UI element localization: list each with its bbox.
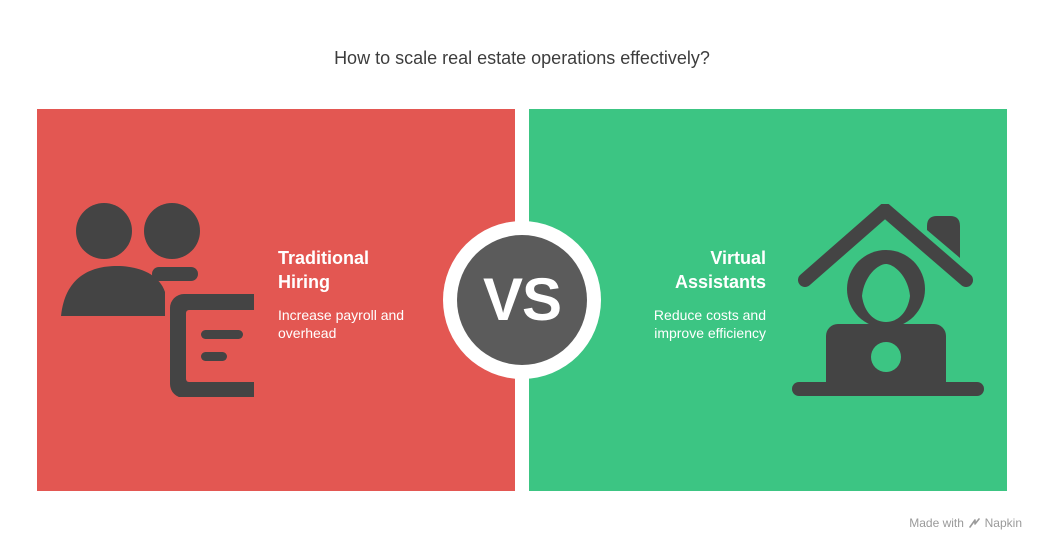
- page-title: How to scale real estate operations effe…: [334, 48, 710, 68]
- footer-attribution: Made with Napkin: [909, 516, 1022, 530]
- vs-label: VS: [457, 235, 587, 365]
- option-heading: Traditional Hiring: [278, 248, 370, 292]
- home-worker-laptop-icon: [792, 204, 984, 396]
- option-description: Increase payroll and overhead: [278, 307, 405, 341]
- virtual-assistants-panel: Virtual Assistants Reduce costs and impr…: [529, 109, 1007, 491]
- option-heading: Virtual Assistants: [674, 248, 766, 292]
- footer-brand: Napkin: [984, 516, 1022, 530]
- traditional-hiring-panel: Traditional Hiring Increase payroll and …: [37, 109, 515, 491]
- people-with-document-icon: [61, 203, 254, 397]
- napkin-logo-icon: [969, 518, 981, 529]
- footer-prefix: Made with: [909, 516, 964, 530]
- option-description: Reduce costs and improve efficiency: [653, 307, 766, 341]
- vs-badge: VS: [443, 221, 601, 379]
